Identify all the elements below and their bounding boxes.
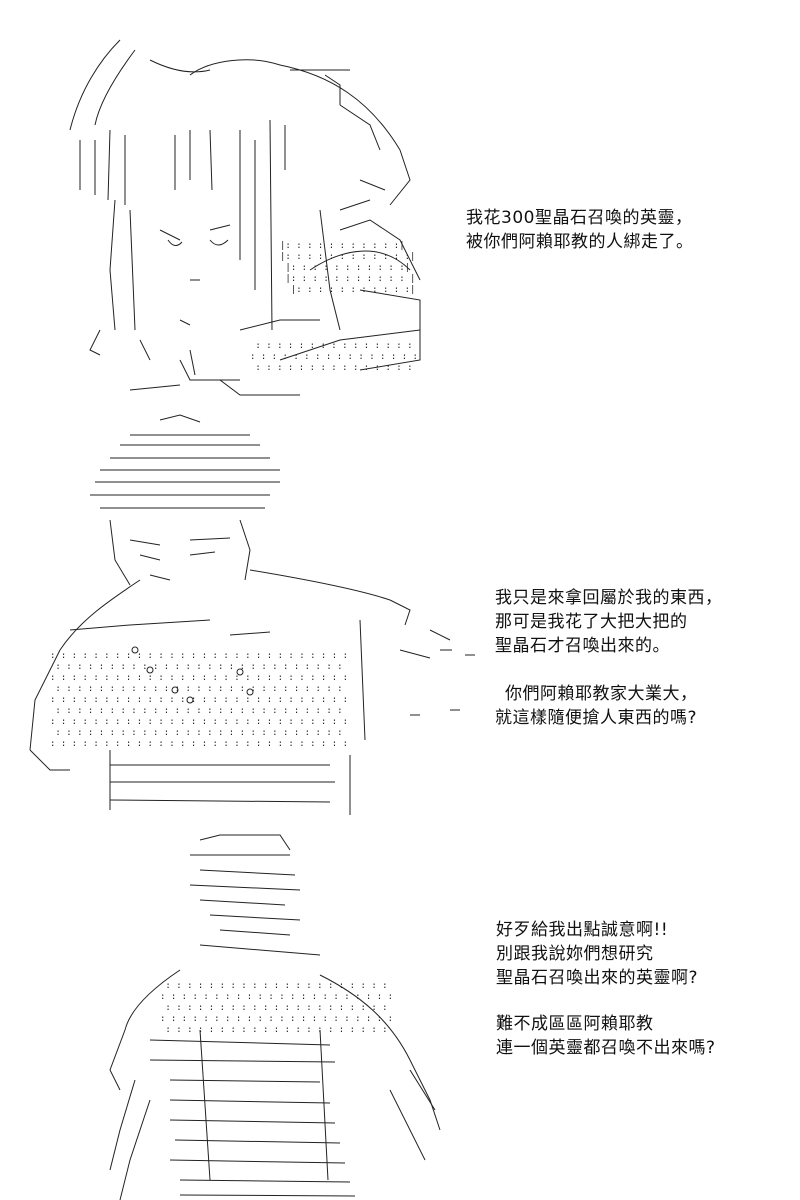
- dialogue-line: 聖晶石召喚出來的英靈啊?: [496, 968, 699, 988]
- dialogue-line: 連一個英靈都召喚不出來嗎?: [496, 1038, 716, 1058]
- dialogue-line: 別跟我說妳們想研究: [496, 944, 654, 964]
- dialogue-line: 難不成區區阿賴耶教: [496, 1014, 654, 1034]
- dialogue-text: 好歹給我出點誠意啊!! 別跟我說妳們想研究 聖晶石召喚出來的英靈啊?: [496, 918, 698, 990]
- ascii-fill-hatching: : : : : : : : : : : : : : : : : : : : : …: [250, 341, 418, 373]
- panel-1: |: : : : : : : : : : :| |: : : : : : : :…: [0, 0, 800, 410]
- dialogue-line: 被你們阿賴耶教的人綁走了。: [466, 232, 694, 252]
- ascii-art-girl-portrait: |: : : : : : : : : : :| |: : : : : : : :…: [40, 30, 440, 410]
- ascii-fill-hatching: : : : : : : : : : : : : : : : : : : : : …: [160, 981, 393, 1035]
- dialogue-line: 聖晶石才召喚出來的。: [495, 636, 670, 656]
- dialogue-text: 難不成區區阿賴耶教 連一個英靈都召喚不出來嗎?: [496, 1012, 716, 1060]
- dialogue-text: 我花300聖晶石召喚的英靈， 被你們阿賴耶教的人綁走了。: [466, 206, 694, 254]
- dialogue-text: 你們阿賴耶教家大業大， 就這樣隨便搶人東西的嗎?: [495, 682, 698, 730]
- ascii-art-man-with-hat: : : : : : : : : : : : : : : : : : : : : …: [10, 410, 480, 820]
- ascii-art-man-back-view: : : : : : : : : : : : : : : : : : : : : …: [90, 830, 450, 1200]
- dialogue-text: 我只是來拿回屬於我的東西， 那可是我花了大把大把的 聖晶石才召喚出來的。: [495, 586, 723, 658]
- dialogue-line: 我只是來拿回屬於我的東西，: [495, 588, 723, 608]
- panel-2: : : : : : : : : : : : : : : : : : : : : …: [0, 410, 800, 830]
- dialogue-line: 就這樣隨便搶人東西的嗎?: [495, 708, 698, 728]
- dialogue-line: 那可是我花了大把大把的: [495, 612, 688, 632]
- dialogue-line: 你們阿賴耶教家大業大，: [505, 684, 698, 704]
- panel-3: : : : : : : : : : : : : : : : : : : : : …: [0, 830, 800, 1200]
- dialogue-line: 我花300聖晶石召喚的英靈，: [466, 208, 693, 228]
- dialogue-line: 好歹給我出點誠意啊!!: [496, 920, 669, 940]
- ascii-fill-hatching: : : : : : : : : : : : : : : : : : : : : …: [50, 651, 349, 749]
- ascii-fill-hatching: |: : : : : : : : : : :| |: : : : : : : :…: [280, 241, 416, 295]
